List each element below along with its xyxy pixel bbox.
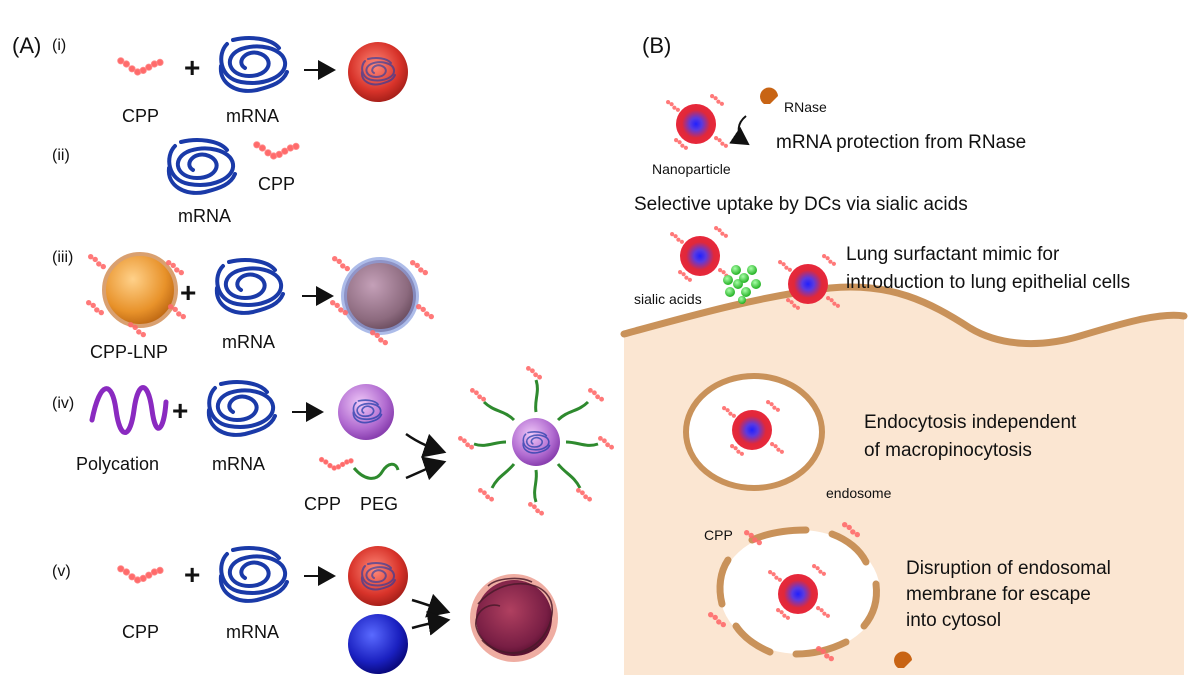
panel-a-label: (A) [12,33,41,58]
disruption-text-line1: Disruption of endosomal [906,558,1111,579]
cpp-decoration [416,304,434,320]
cpp-label: CPP [704,527,733,543]
nanoparticle [670,226,732,282]
label-mrna: mRNA [226,106,279,126]
label-polycation: Polycation [76,454,159,474]
label-cpp: CPP [304,494,341,514]
label-cpp: CPP [258,174,295,194]
curved-arrow [405,456,447,481]
blue-nanoparticle [348,614,408,674]
lung-text-line2: introduction to lung epithelial cells [846,272,1130,293]
nanoparticle [666,94,728,150]
mrna-strand [217,260,283,313]
rnase-icon [894,651,912,668]
endocytosis-text-line2: of macropinocytosis [864,440,1032,461]
label-cpp: CPP [122,106,159,126]
label-mrna: mRNA [222,332,275,352]
cpp-peptide [318,456,354,471]
cpp-decoration [88,254,106,270]
rnase-icon [760,87,778,104]
cell-body [624,288,1184,675]
cpp-decoration [86,300,104,316]
selective-uptake-text: Selective uptake by DCs via sialic acids [634,194,968,215]
lung-text-line1: Lung surfactant mimic for [846,244,1060,265]
nanoparticle [778,254,840,310]
label-mrna: mRNA [212,454,265,474]
disruption-text-line3: into cytosol [906,610,1001,631]
label-peg: PEG [360,494,398,514]
label-cpp: CPP [122,622,159,642]
mrna-strand [221,38,287,91]
mrna-strand [209,382,275,435]
mrna-wrap [475,577,553,654]
mrna-strand [169,140,235,193]
cpp-lnp [102,252,178,328]
plus-sign: + [172,395,188,426]
row-i-numeral: (i) [52,37,66,54]
label-mrna: mRNA [178,206,231,226]
rnase-label: RNase [784,99,827,115]
sialic-acids-cluster [723,265,761,304]
cpp-peptide [117,565,164,584]
plus-sign: + [184,559,200,590]
endocytosis-text-line1: Endocytosis independent [864,412,1077,433]
panel-b-label: (B) [642,33,671,58]
curved-arrow [411,593,451,618]
disruption-text-line2: membrane for escape [906,584,1091,605]
label-cpp-lnp: CPP-LNP [90,342,168,362]
polycation-chain [89,385,169,435]
hybrid-nanoparticle [476,580,552,656]
row-v-numeral: (v) [52,563,71,580]
sialic-acids-label: sialic acids [634,291,702,307]
peg-chain [352,462,400,480]
row-ii-numeral: (ii) [52,147,70,164]
label-mrna: mRNA [226,622,279,642]
curved-arrow [729,115,750,146]
cpp-decoration [332,256,350,272]
cpp-mrna-complex [348,546,408,606]
row-iv-numeral: (iv) [52,395,74,412]
endosome-label: endosome [826,485,892,501]
curved-arrow [405,432,447,458]
curved-arrow [411,610,451,636]
nanoparticle-label: Nanoparticle [652,161,731,177]
protection-text: mRNA protection from RNase [776,132,1026,153]
cpp-mrna-complex [348,42,408,102]
polyplex [338,384,394,440]
cpp-decoration [410,260,428,276]
cpp-peptide [117,57,164,76]
plus-sign: + [180,277,196,308]
peg-cpp-polyplex [458,366,614,516]
cpp-peptide [253,141,300,160]
plus-sign: + [184,52,200,83]
row-iii-numeral: (iii) [52,249,73,266]
lnp-mrna-complex [341,257,419,335]
mrna-strand [221,548,287,601]
